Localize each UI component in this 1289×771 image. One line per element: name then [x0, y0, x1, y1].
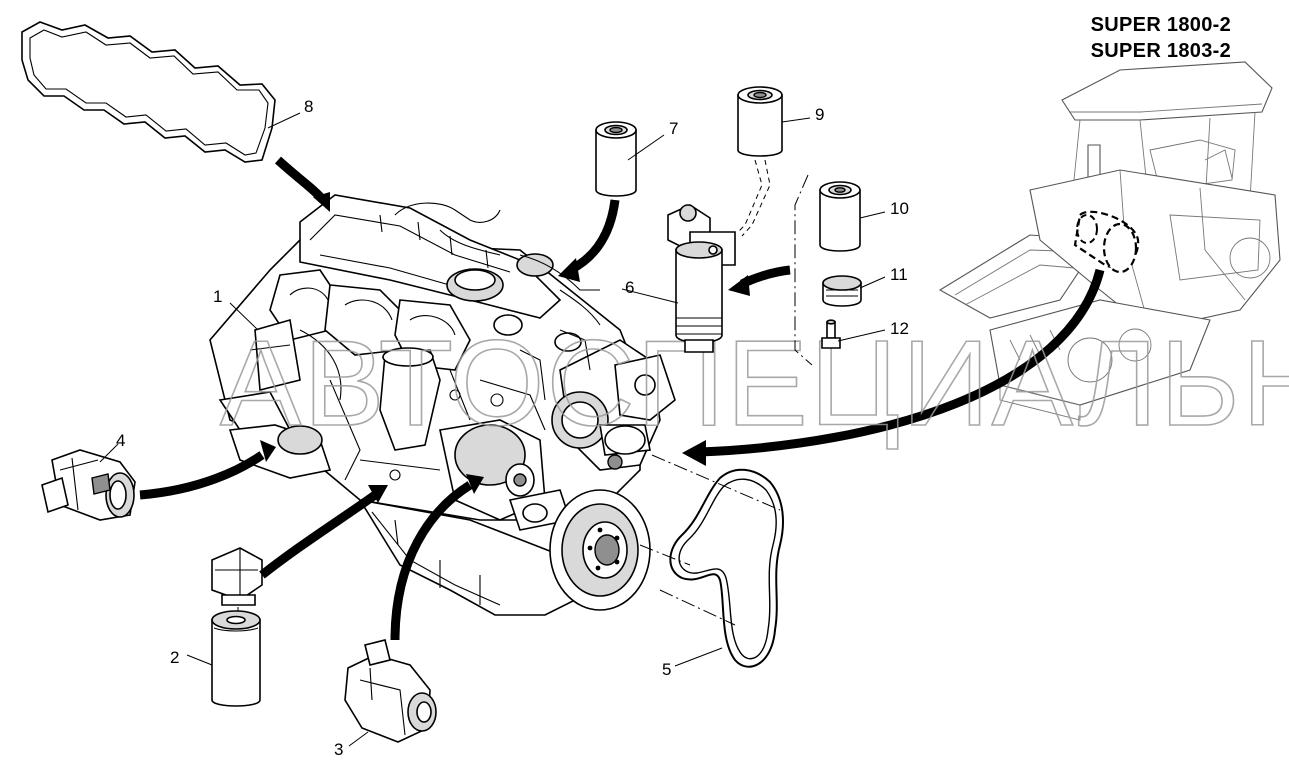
arrow-alternator-to-engine	[390, 481, 473, 641]
arrow-gasket-to-engine	[274, 156, 327, 203]
arrow-starter-to-engine	[139, 451, 265, 500]
part-10-water-separator-filter	[819, 181, 861, 252]
arrow-oil-filter-head-to-engine	[259, 491, 378, 579]
part-11-water-bowl	[822, 275, 862, 307]
callout-10: 10	[890, 199, 909, 218]
callout-12: 12	[890, 319, 909, 338]
model-title-2: SUPER 1803-2	[1090, 40, 1231, 62]
engine-assembly	[209, 194, 676, 616]
arrow-paver-to-engine	[699, 268, 1105, 457]
part-6-fuel-filter-housing	[667, 204, 736, 353]
arrow-oil-filter-to-engine	[567, 199, 620, 275]
part-9-fuel-filter-element	[737, 86, 783, 157]
callout-6: 6	[625, 278, 634, 297]
model-title-1: SUPER 1800-2	[1090, 14, 1231, 36]
part-5-v-belt	[669, 468, 784, 668]
part-12-drain-plug	[821, 319, 841, 349]
part-4-starter-motor	[41, 449, 136, 521]
callout-1: 1	[213, 287, 222, 306]
watermark-text: АВТОСПЕЦИАЛЬНЯ	[220, 315, 1289, 451]
callout-3: 3	[334, 740, 343, 759]
callout-9: 9	[815, 105, 824, 124]
callout-4: 4	[116, 431, 125, 450]
callout-2: 2	[170, 648, 179, 667]
callout-7: 7	[669, 119, 678, 138]
part-2-oil-filter-head	[211, 547, 263, 606]
callout-8: 8	[304, 97, 313, 116]
part-2-oil-filter	[211, 610, 261, 707]
leader-lines	[99, 112, 886, 747]
part-7-oil-filter	[595, 121, 637, 197]
arrow-fuel-filter-to-engine	[739, 265, 791, 289]
callout-11: 11	[890, 265, 908, 284]
asphalt-paver-illustration	[938, 61, 1281, 421]
part-8-valve-cover-gasket	[21, 21, 276, 163]
callout-5: 5	[662, 660, 671, 679]
part-3-alternator	[344, 639, 437, 743]
